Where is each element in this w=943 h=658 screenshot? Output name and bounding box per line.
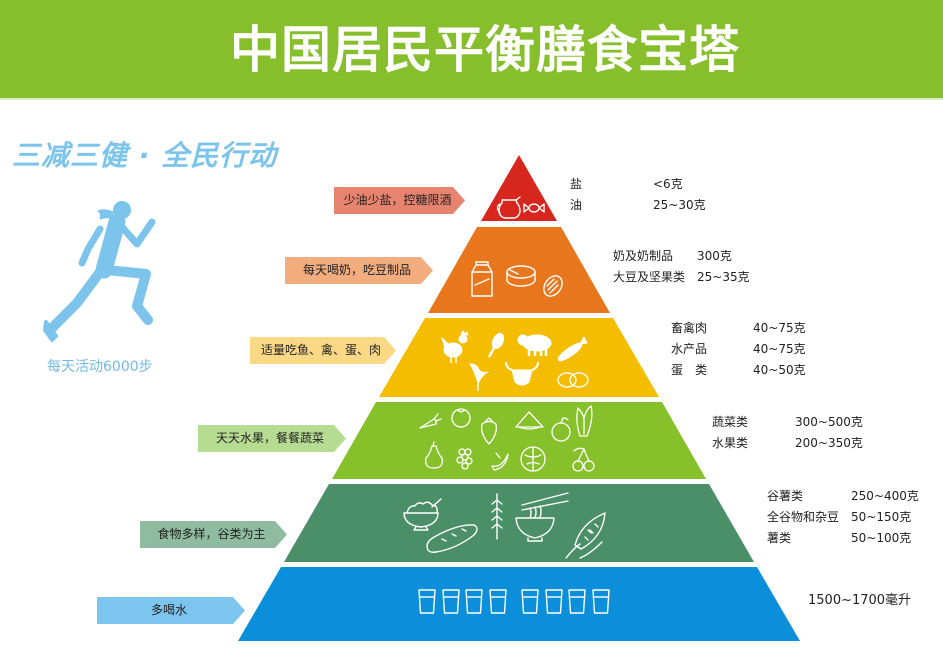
tier-meat-fish-egg <box>379 318 659 397</box>
item-amount: 25~30克 <box>653 198 706 212</box>
carrot-icon <box>419 413 442 429</box>
banana-icon <box>491 452 509 471</box>
cheese-icon <box>506 265 536 287</box>
advice-dairy-soy: 每天喝奶，吃豆制品 <box>285 257 433 284</box>
pear-icon <box>425 441 443 469</box>
tier-dairy-soy <box>428 227 610 313</box>
item-name: 奶及奶制品 <box>613 249 674 263</box>
item-amount: 40~75克 <box>753 321 806 335</box>
corn-icon <box>565 512 606 559</box>
item-amount: 200~350克 <box>795 436 863 450</box>
eggs-icon <box>557 372 589 388</box>
item-name: 水产品 <box>671 342 708 356</box>
watermelon-icon <box>515 411 544 430</box>
bird-icon <box>469 363 489 391</box>
item-amount: 300克 <box>697 249 732 263</box>
item-amount: <6克 <box>653 177 683 191</box>
wheat-icon <box>491 493 503 540</box>
item-name: 薯类 <box>767 531 792 545</box>
water-glass-icon <box>489 589 507 614</box>
item-name: 盐 <box>570 177 583 191</box>
item-amount: 25~35克 <box>697 270 750 284</box>
pig-icon <box>517 334 552 356</box>
item-amount: 40~75克 <box>753 342 806 356</box>
grapes-icon <box>456 448 473 470</box>
rooster-icon <box>441 330 469 363</box>
bread-icon <box>426 524 478 553</box>
strawberry-icon <box>481 417 497 445</box>
milk-carton-icon <box>471 261 493 297</box>
item-name: 大豆及坚果类 <box>613 270 686 284</box>
water-glass-icon <box>568 589 586 614</box>
item-amount: 50~150克 <box>851 510 912 524</box>
water-glasses <box>418 589 610 614</box>
item-amount: 50~100克 <box>851 531 912 545</box>
advice-meat-fish-egg: 适量吃鱼、禽、蛋、肉 <box>250 337 396 364</box>
water-glass-icon <box>465 589 483 614</box>
water-glass-icon <box>521 589 539 614</box>
tier-water <box>238 567 800 641</box>
advice-water: 多喝水 <box>97 597 245 624</box>
cabbage-icon <box>520 446 546 472</box>
water-glass-icon <box>442 589 460 614</box>
tier-salt-oil <box>481 155 557 221</box>
item-amount: 300~500克 <box>795 415 863 429</box>
item-amount: 40~50克 <box>753 363 806 377</box>
advice-vegetables-fruits: 天天水果，餐餐蔬菜 <box>198 425 346 452</box>
page-title: 中国居民平衡膳食宝塔 <box>230 21 740 79</box>
water-glass-icon <box>592 589 610 614</box>
tier-vegetables-fruits <box>332 402 706 479</box>
candy-icon <box>523 203 545 213</box>
rice-bowl-icon <box>403 498 442 531</box>
item-name: 畜禽肉 <box>671 321 708 335</box>
item-name: 全谷物和杂豆 <box>767 510 840 524</box>
water-glass-icon <box>545 589 563 614</box>
water-glass-icon <box>418 589 436 614</box>
oil-jug-icon <box>496 196 521 219</box>
slogan: 三减三健 · 全民行动 <box>12 139 278 172</box>
item-name: 水果类 <box>712 436 749 450</box>
item-amount: 250~400克 <box>851 489 919 503</box>
bok-choy-icon <box>576 405 593 437</box>
almond-icon <box>543 275 563 297</box>
water-amount: 1500~1700毫升 <box>808 593 912 608</box>
tomato-icon <box>451 408 471 428</box>
cherry-icon <box>572 447 595 472</box>
item-name: 谷薯类 <box>767 489 804 503</box>
apple-icon <box>551 417 571 442</box>
activity-label: 每天活动6000步 <box>47 359 153 375</box>
item-name: 蛋 类 <box>671 363 708 377</box>
advice-salt-oil: 少油少盐，控糖限酒 <box>334 187 465 214</box>
fish-icon <box>557 336 588 362</box>
runner-icon <box>43 201 156 342</box>
drumstick-icon <box>487 332 505 358</box>
tier-grains-tubers <box>284 484 754 562</box>
cow-icon <box>505 361 539 386</box>
advice-grains: 食物多样，谷类为主 <box>140 521 287 548</box>
noodle-bowl-icon <box>515 492 569 542</box>
item-name: 油 <box>570 198 583 212</box>
item-name: 蔬菜类 <box>712 415 749 429</box>
header-banner: 中国居民平衡膳食宝塔 <box>0 0 943 100</box>
